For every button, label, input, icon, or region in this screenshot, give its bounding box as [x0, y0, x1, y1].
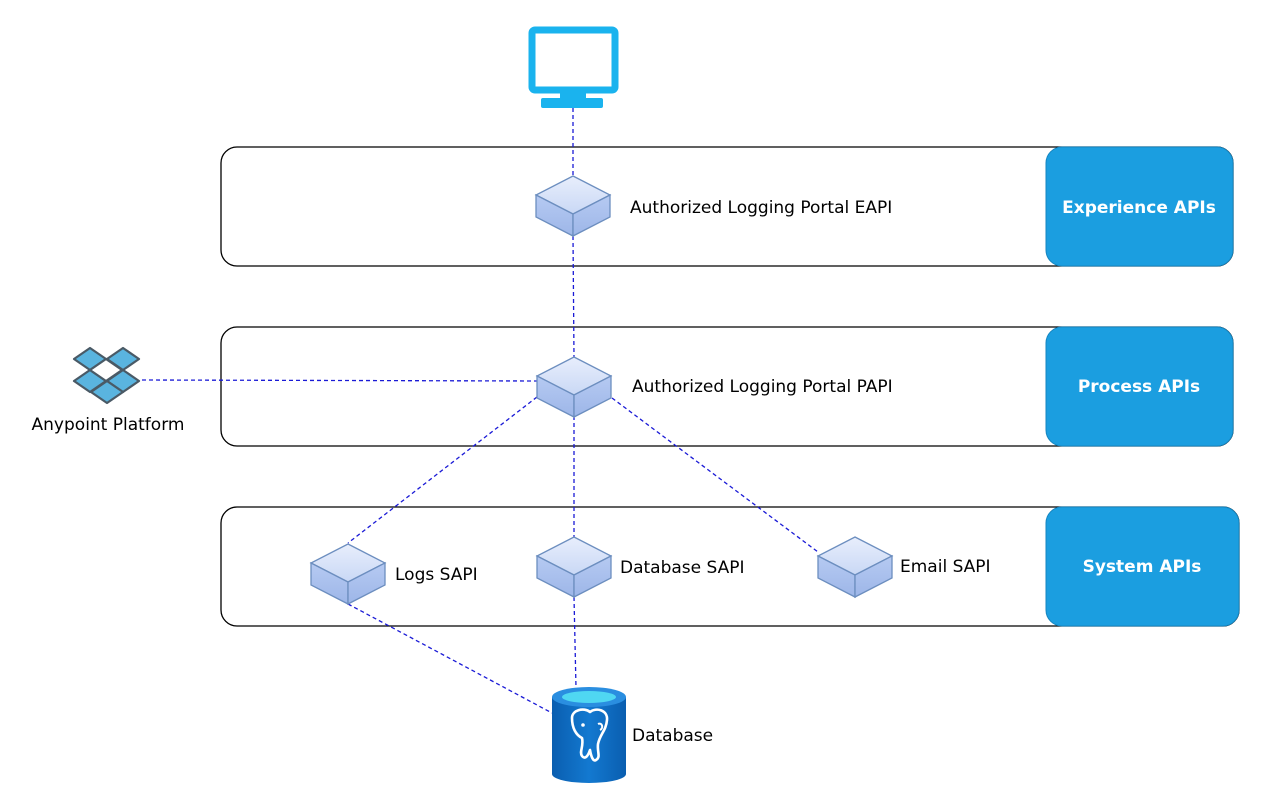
tier-process: Process APIs — [220, 326, 1234, 447]
tier-process-badge — [1045, 326, 1234, 447]
connectors — [141, 108, 819, 714]
papi-node: Authorized Logging Portal PAPI — [536, 356, 893, 418]
connector-anypoint-papi — [141, 379, 538, 382]
anypoint-label: Anypoint Platform — [32, 415, 185, 435]
email-sapi-label: Email SAPI — [900, 557, 991, 577]
eapi-node: Authorized Logging Portal EAPI — [535, 175, 892, 237]
logs-sapi-node: Logs SAPI — [310, 543, 478, 605]
tier-system: System APIs — [220, 506, 1240, 627]
tier-experience-label: Experience APIs — [1062, 198, 1216, 218]
connector-papi-logs — [347, 396, 538, 544]
papi-label: Authorized Logging Portal PAPI — [632, 377, 893, 397]
tier-experience-badge — [1045, 146, 1234, 267]
logs-sapi-label: Logs SAPI — [395, 565, 478, 585]
tier-process-label: Process APIs — [1078, 377, 1200, 397]
connector-eapi-papi — [572, 235, 575, 359]
postgresql-database-icon — [552, 687, 626, 783]
database-label: Database — [632, 726, 713, 746]
connector-db-sapi-database — [573, 596, 577, 689]
db-sapi-label: Database SAPI — [620, 558, 745, 578]
connector-papi-email — [611, 397, 819, 553]
monitor-icon — [528, 26, 619, 108]
db-sapi-node: Database SAPI — [536, 536, 745, 598]
connector-logs-database — [347, 603, 553, 714]
dropbox-icon — [72, 346, 141, 405]
tier-system-label: System APIs — [1083, 557, 1202, 577]
email-sapi-node: Email SAPI — [817, 536, 991, 598]
tier-experience: Experience APIs — [220, 146, 1234, 267]
eapi-label: Authorized Logging Portal EAPI — [630, 198, 892, 218]
tier-system-badge — [1045, 506, 1240, 627]
